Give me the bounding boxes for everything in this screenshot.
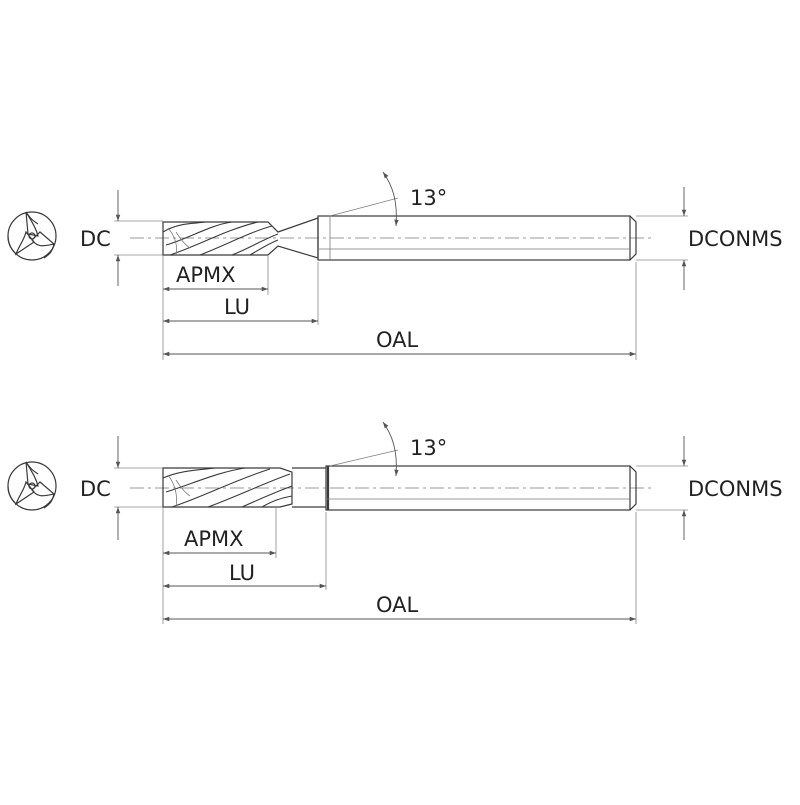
- end-view-icon: [7, 211, 57, 261]
- oal-label: OAL: [376, 593, 419, 617]
- angle-label: 13°: [410, 436, 447, 460]
- end-view-icon: [7, 461, 57, 511]
- apmx-label: APMX: [184, 527, 244, 551]
- lu-label: LU: [224, 295, 250, 319]
- angle-label: 13°: [410, 186, 447, 210]
- dconms-label: DCONMS: [688, 227, 783, 251]
- dc-label: DC: [80, 227, 111, 251]
- end-mill-diagram-top: DC 13° DCONMS APMX: [7, 171, 783, 360]
- end-mill-diagram-bottom: DC 13° DCONMS APMX: [7, 421, 783, 624]
- cutting-head: [162, 467, 293, 508]
- shank: [317, 215, 631, 261]
- oal-label: OAL: [376, 328, 419, 352]
- lu-label: LU: [229, 561, 255, 585]
- apmx-label: APMX: [176, 263, 236, 287]
- dc-label: DC: [80, 477, 111, 501]
- dconms-label: DCONMS: [688, 477, 783, 501]
- shank: [325, 465, 631, 511]
